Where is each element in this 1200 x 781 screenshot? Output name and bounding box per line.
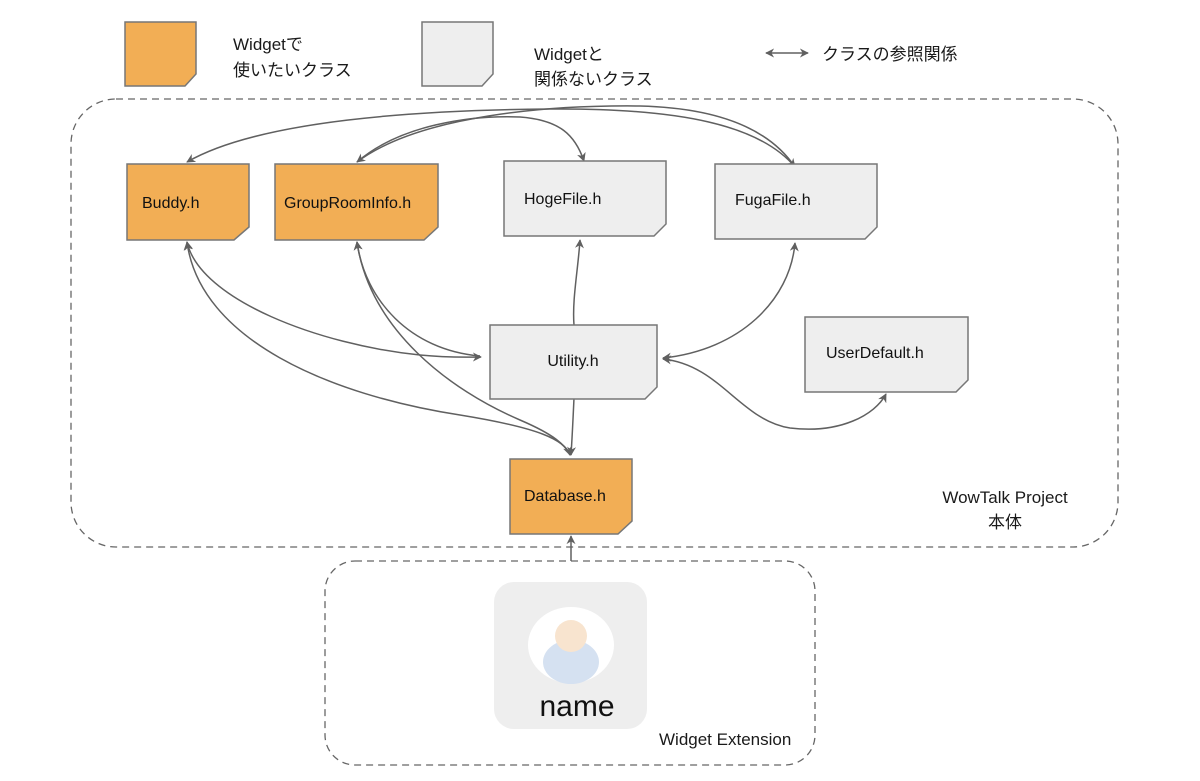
edge-buddy-utility xyxy=(184,241,482,362)
edge-group-hoge xyxy=(356,116,586,163)
node-label: FugaFile.h xyxy=(735,192,811,209)
node-shape xyxy=(714,163,878,240)
widget-preview[interactable]: name xyxy=(494,582,647,729)
edge-utility-fuga xyxy=(662,242,799,362)
legend-used-line2: 使いたいクラス xyxy=(233,60,352,80)
legend-unrelated-line2: 関係ないクラス xyxy=(534,70,653,89)
legend-unrelated-swatch xyxy=(421,21,494,87)
node-buddy[interactable]: Buddy.h xyxy=(126,163,250,241)
node-label: UserDefault.h xyxy=(826,345,924,362)
node-shape xyxy=(804,316,969,393)
legend-unrelated-line1: Widgetと xyxy=(534,45,604,64)
project-group xyxy=(70,98,1119,548)
edges xyxy=(183,105,887,561)
node-shape xyxy=(509,458,633,535)
node-shape xyxy=(503,160,667,237)
project-group-label: WowTalk Project xyxy=(942,488,1068,507)
node-label: Buddy.h xyxy=(142,195,200,212)
node-label: GroupRoomInfo.h xyxy=(284,195,411,212)
edge-buddy-database xyxy=(183,241,572,456)
node-shape xyxy=(126,163,250,241)
node-grouproominfo[interactable]: GroupRoomInfo.h xyxy=(274,163,439,241)
node-label: Utility.h xyxy=(547,353,598,370)
node-database[interactable]: Database.h xyxy=(509,458,633,535)
node-userdefault[interactable]: UserDefault.h xyxy=(804,316,969,393)
user-avatar-icon xyxy=(528,607,614,684)
project-group-label-sub: 本体 xyxy=(988,513,1022,532)
legend: Widgetで 使いたいクラス Widgetと 関係ないクラス クラスの参照関係 xyxy=(124,21,958,89)
node-label: Database.h xyxy=(524,488,606,505)
legend-reference-label: クラスの参照関係 xyxy=(822,45,958,64)
node-fugafile[interactable]: FugaFile.h xyxy=(714,163,878,240)
widget-preview-name: name xyxy=(539,690,614,723)
edge-fuga-group xyxy=(356,105,796,168)
node-utility[interactable]: Utility.h xyxy=(489,324,658,400)
edge-utility-userdefault xyxy=(662,355,887,430)
node-shape xyxy=(274,163,439,241)
edge-group-database xyxy=(353,241,571,456)
node-shape xyxy=(489,324,658,400)
edge-utility-hoge xyxy=(572,239,584,326)
legend-used-line1: Widgetで xyxy=(233,35,303,54)
edge-utility-database xyxy=(567,397,577,456)
legend-used-swatch xyxy=(124,21,197,87)
node-hogefile[interactable]: HogeFile.h xyxy=(503,160,667,237)
widget-group xyxy=(324,560,816,766)
widget-group-label: Widget Extension xyxy=(659,730,791,749)
node-label: HogeFile.h xyxy=(524,191,601,208)
